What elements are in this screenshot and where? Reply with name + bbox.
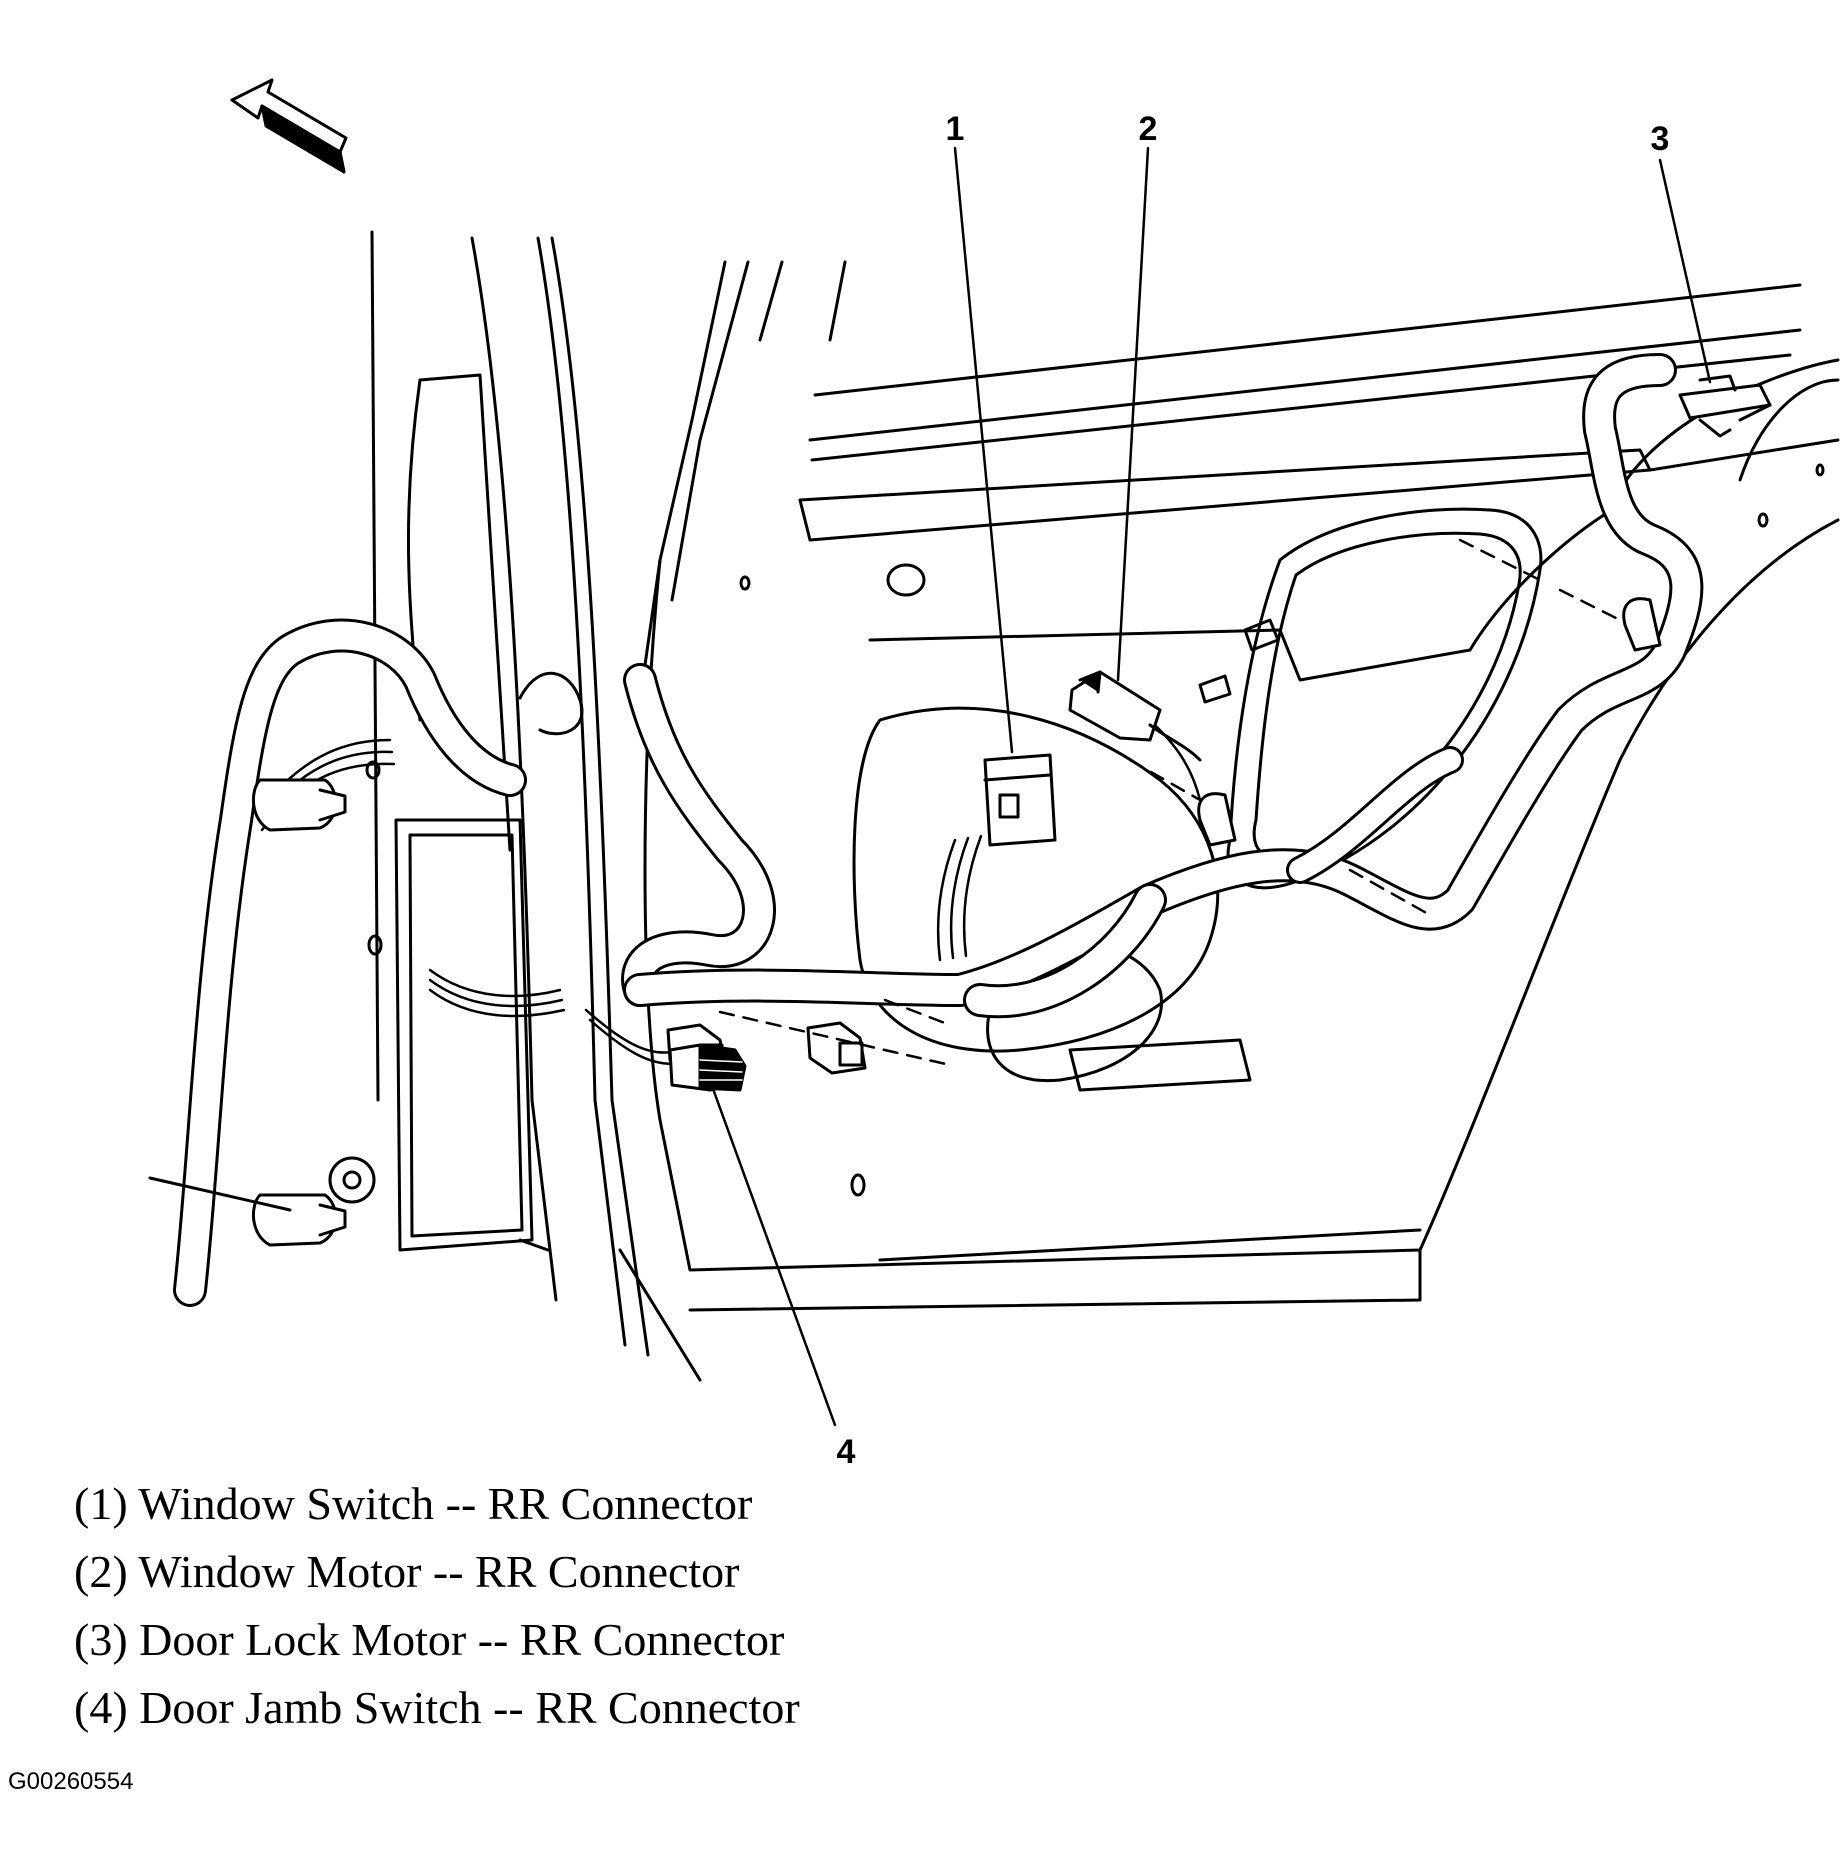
legend-item-window-motor: (2) Window Motor -- RR Connector xyxy=(74,1546,740,1597)
callout-1: 1 xyxy=(946,110,965,148)
legend: (1) Window Switch -- RR Connector (2) Wi… xyxy=(74,1470,800,1742)
leader-line-3 xyxy=(1658,158,1712,384)
harness-clips xyxy=(148,597,1662,1247)
rear-door-frame xyxy=(638,260,1840,1312)
leader-line-2 xyxy=(1116,146,1150,682)
legend-item-window-switch: (1) Window Switch -- RR Connector xyxy=(74,1478,753,1529)
window-motor-connector xyxy=(1068,670,1202,762)
callout-4: 4 xyxy=(837,1433,856,1471)
leader-line-4 xyxy=(710,1084,837,1427)
legend-item-door-jamb-switch: (4) Door Jamb Switch -- RR Connector xyxy=(74,1682,800,1733)
callout-numbers: 1 2 3 4 xyxy=(837,110,1670,1471)
alignment-lines xyxy=(718,538,1622,1067)
door-jamb-switch-connector xyxy=(666,1021,867,1092)
door-lock-motor-connector xyxy=(1678,374,1772,438)
callout-3: 3 xyxy=(1651,120,1670,158)
figure-id: G00260554 xyxy=(8,1768,134,1795)
legend-item-door-lock-motor: (3) Door Lock Motor -- RR Connector xyxy=(74,1614,785,1665)
window-switch-connector xyxy=(983,753,1057,847)
wiring-harness xyxy=(173,353,1704,1307)
forward-arrow-icon xyxy=(230,78,348,174)
leader-lines xyxy=(710,146,1712,1427)
b-pillar-body xyxy=(370,230,702,1382)
leader-line-1 xyxy=(953,146,1014,754)
callout-2: 2 xyxy=(1139,110,1158,148)
